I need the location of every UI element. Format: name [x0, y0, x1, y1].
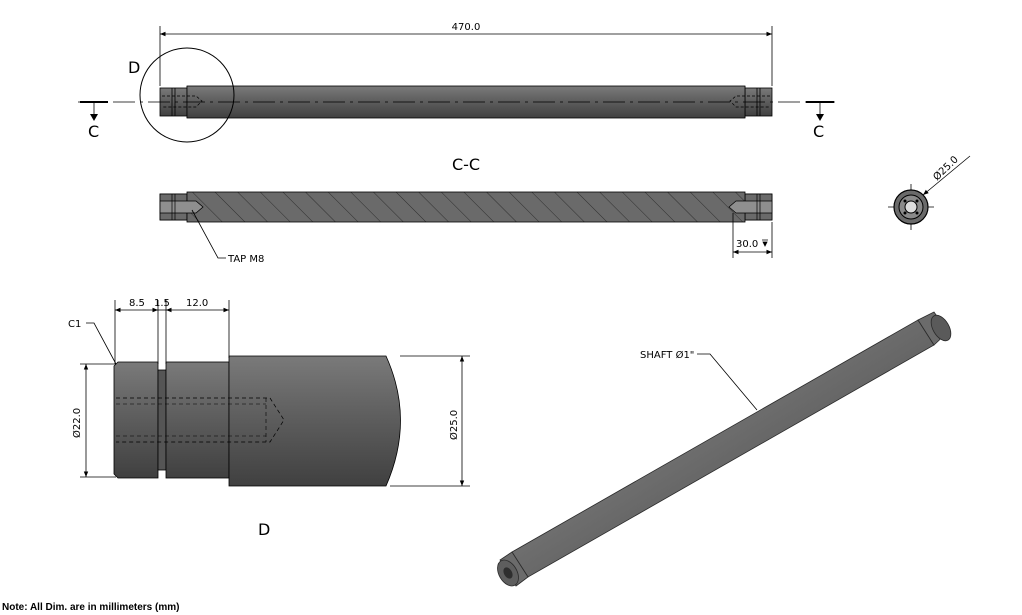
section-mark-right-text: C [813, 122, 824, 141]
shoulder-length-3: 12.0 [186, 298, 208, 309]
overall-length-text: 470.0 [452, 22, 481, 33]
chamfer-callout: C1 [68, 319, 117, 365]
shaft-callout-text: SHAFT Ø1" [640, 349, 694, 361]
section-view: C-C TAP M8 30.0 [159, 155, 773, 265]
end-diameter-text: Ø25.0 [931, 154, 961, 184]
end-view: Ø25.0 [888, 154, 971, 230]
diameter-large-text: Ø25.0 [448, 410, 460, 440]
shaft-callout: SHAFT Ø1" [640, 349, 758, 411]
section-title: C-C [452, 155, 480, 174]
shaft-top-body [78, 85, 836, 119]
diameter-small-dimension: Ø22.0 [71, 363, 116, 478]
overall-length-dimension: 470.0 [159, 22, 773, 86]
tap-depth-text: 30.0 [736, 239, 758, 250]
units-note: Note: All Dim. are in millimeters (mm) [2, 602, 179, 613]
section-marker-left: C [80, 101, 108, 141]
tap-callout: TAP M8 [191, 209, 264, 265]
detail-circle: D [128, 47, 235, 143]
top-view: 470.0 D C [78, 22, 836, 143]
section-marker-right: C [806, 101, 834, 141]
shoulder-length-1: 8.5 [129, 298, 145, 309]
tap-callout-text: TAP M8 [227, 254, 264, 265]
diameter-small-text: Ø22.0 [71, 408, 83, 438]
isometric-view: SHAFT Ø1" [497, 311, 952, 587]
shoulder-length-2: 1.5 [154, 298, 170, 309]
diameter-large-dimension: Ø25.0 [390, 355, 470, 487]
detail-view: 8.5 1.5 12.0 C1 Ø22.0 Ø25.0 D [68, 298, 470, 539]
detail-title: D [258, 520, 270, 539]
section-mark-left-text: C [88, 122, 99, 141]
chamfer-text: C1 [68, 319, 81, 330]
detail-ref-label: D [128, 58, 140, 77]
shoulder-dimensions: 8.5 1.5 12.0 [114, 298, 230, 364]
tap-depth-dimension: 30.0 [732, 213, 773, 258]
